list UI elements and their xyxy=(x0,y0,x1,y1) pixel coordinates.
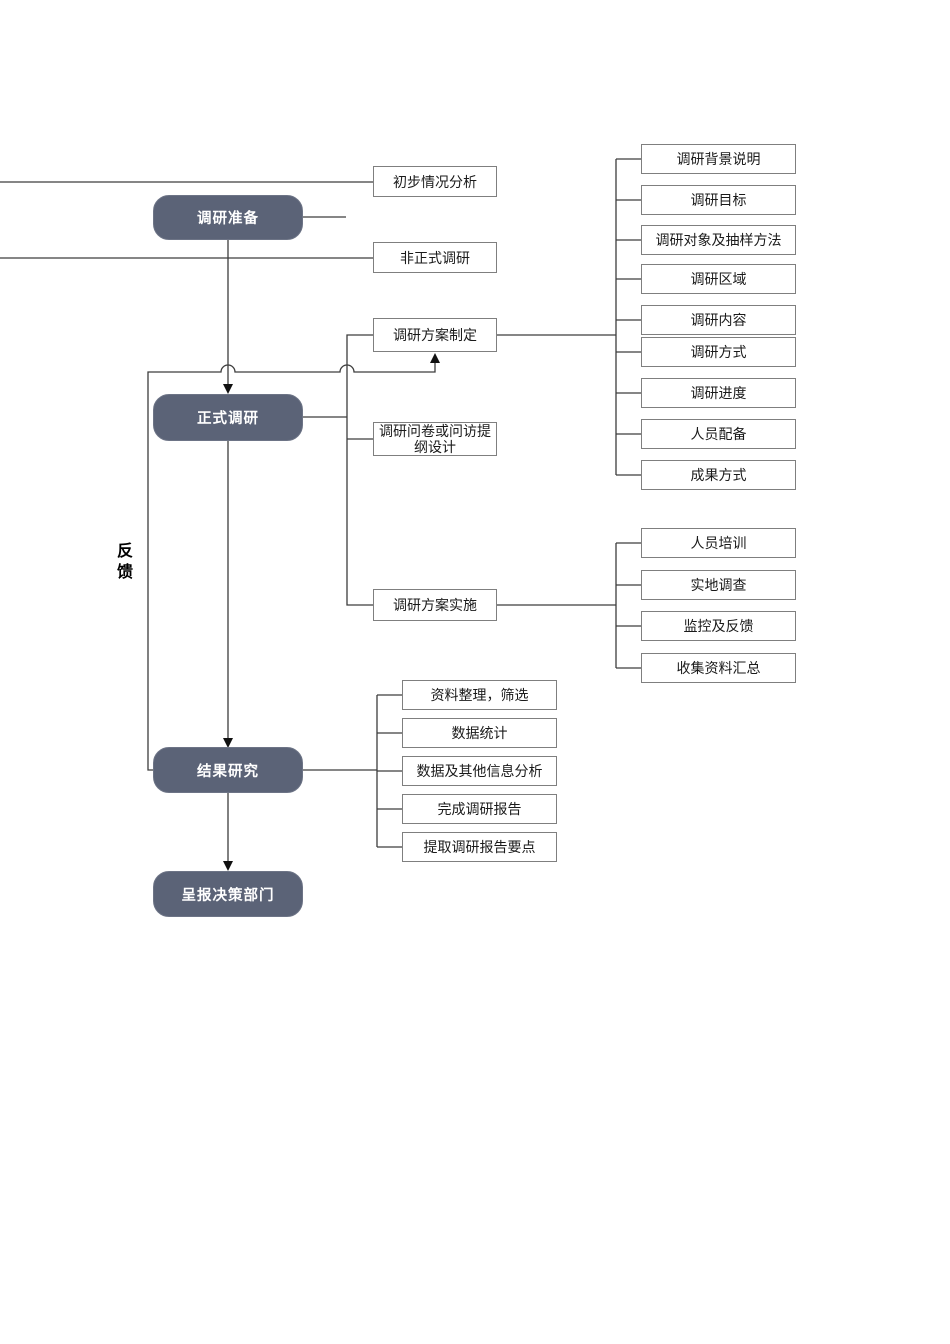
node-questionnaire-design: 调研问卷或问访提纲设计 xyxy=(373,422,497,456)
node-plan-implementation: 调研方案实施 xyxy=(373,589,497,621)
node-plan-objective: 调研目标 xyxy=(641,185,796,215)
node-plan-content: 调研内容 xyxy=(641,305,796,335)
arrow-down-icon xyxy=(223,384,233,394)
node-report-completion: 完成调研报告 xyxy=(402,794,557,824)
node-field-survey: 实地调查 xyxy=(641,570,796,600)
node-plan-method: 调研方式 xyxy=(641,337,796,367)
line-feedback-loop xyxy=(147,362,436,771)
node-statistics: 数据统计 xyxy=(402,718,557,748)
line-implement-item-stubs xyxy=(616,542,641,669)
feedback-label: 反馈 xyxy=(114,542,131,584)
node-staff-training: 人员培训 xyxy=(641,528,796,558)
node-plan-area: 调研区域 xyxy=(641,264,796,294)
line-formal-branch-trunk xyxy=(346,334,373,606)
stage-result-study: 结果研究 xyxy=(153,747,303,793)
node-monitor-feedback: 监控及反馈 xyxy=(641,611,796,641)
node-plan-schedule: 调研进度 xyxy=(641,378,796,408)
node-plan-background: 调研背景说明 xyxy=(641,144,796,174)
stage-report-to-decision-dept: 呈报决策部门 xyxy=(153,871,303,917)
node-plan-deliverable: 成果方式 xyxy=(641,460,796,490)
node-preliminary-analysis: 初步情况分析 xyxy=(373,166,497,197)
arrow-up-icon xyxy=(430,353,440,363)
stage-research-preparation: 调研准备 xyxy=(153,195,303,240)
node-informal-research: 非正式调研 xyxy=(373,242,497,273)
node-plan-target-sampling: 调研对象及抽样方法 xyxy=(641,225,796,255)
stage-formal-research: 正式调研 xyxy=(153,394,303,441)
node-plan-formulation: 调研方案制定 xyxy=(373,318,497,352)
arrow-down-icon xyxy=(223,738,233,748)
node-info-analysis: 数据及其他信息分析 xyxy=(402,756,557,786)
line-result-step-stubs xyxy=(377,694,402,848)
node-report-keypoints: 提取调研报告要点 xyxy=(402,832,557,862)
line-plan-item-stubs xyxy=(616,158,641,476)
node-data-collection: 收集资料汇总 xyxy=(641,653,796,683)
node-data-sorting: 资料整理，筛选 xyxy=(402,680,557,710)
arrow-down-icon xyxy=(223,861,233,871)
node-plan-staffing: 人员配备 xyxy=(641,419,796,449)
